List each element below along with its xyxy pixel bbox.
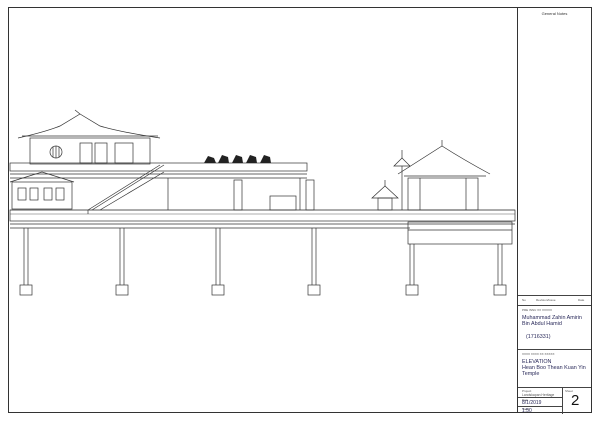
project-info: Project Landskapan Heritage Date 8/1/201…	[518, 388, 563, 414]
sheet-number: 2	[571, 392, 580, 409]
project-name: Landskapan Heritage	[522, 393, 555, 397]
deck	[9, 209, 516, 222]
sheet-title-section: XXXX XXXX XX XXXXX ELEVATION Hean Boo Th…	[518, 349, 591, 387]
ornamental-pillars	[233, 179, 315, 211]
revision-no-header: No	[522, 298, 526, 302]
sheet-caption: XXXX XXXX XX XXXXX	[522, 352, 555, 356]
altar-table	[269, 195, 297, 211]
author-name: Muhammad Zahin Amirin Bin Abdul Hamid	[522, 315, 582, 327]
date-caption: Date	[522, 398, 529, 402]
title-block: General Notes No Revision/Issue Date PRE…	[518, 7, 592, 414]
student-id: (1716331)	[526, 334, 551, 340]
revision-issue-header: Revision/Issue	[536, 298, 556, 302]
right-pavilion	[393, 140, 491, 211]
upper-deck	[9, 162, 308, 172]
sheet-subtitle: Hean Boo Thean Kuan Yin Temple	[522, 365, 586, 377]
drawing-frame	[8, 7, 518, 413]
side-house	[9, 171, 75, 210]
rooftop-figures	[204, 155, 271, 163]
lower-platform	[407, 221, 513, 245]
sheet-title: ELEVATION	[522, 359, 552, 365]
author-caption: PRE INNU XX XXXXX	[522, 308, 553, 312]
piers	[19, 228, 507, 296]
main-pavilion	[17, 109, 161, 165]
project-caption: Project	[522, 389, 532, 393]
scale-value: 1:50	[522, 408, 532, 414]
revision-date-header: Date	[578, 298, 585, 302]
sheet-label: Sheet	[565, 389, 573, 393]
general-notes-label: General Notes	[541, 11, 568, 16]
staircase	[87, 164, 165, 214]
revision-header-row: No Revision/Issue Date	[518, 295, 591, 302]
gazebo	[371, 180, 399, 211]
date-value: 8/1/2019	[522, 400, 542, 406]
deck-railing	[10, 209, 515, 215]
scale-caption: Scale	[522, 407, 530, 411]
project-section: Project Landskapan Heritage Date 8/1/201…	[518, 387, 591, 414]
author-section: PRE INNU XX XXXXX Muhammad Zahin Amirin …	[518, 305, 591, 349]
